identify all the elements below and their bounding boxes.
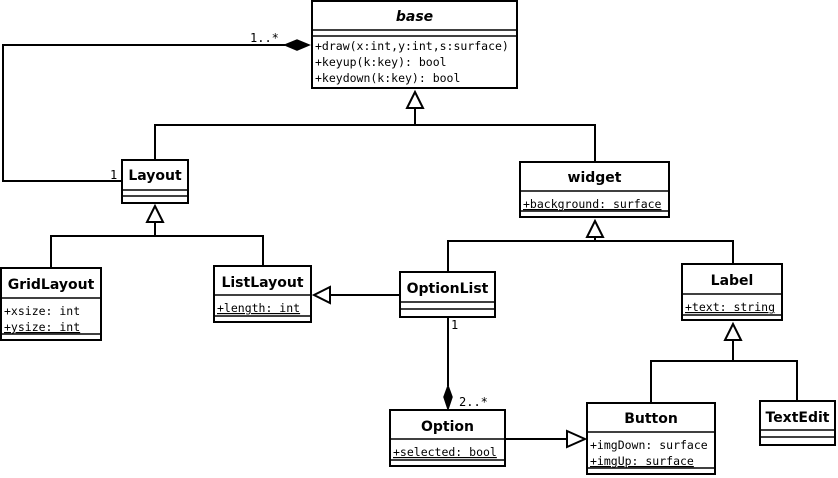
class-widget[interactable]: widget +background: surface	[519, 161, 670, 218]
composition-diamond-option	[443, 383, 453, 412]
class-gridlayout[interactable]: GridLayout +xsize: int +ysize: int	[0, 267, 102, 341]
multiplicity-layout-base-near: 1	[110, 168, 117, 182]
class-layout-name: Layout	[128, 168, 182, 184]
layout-base-composition-line	[2, 44, 285, 182]
class-listlayout-attr-length: +length: int	[217, 301, 300, 315]
class-base-method-keyup: +keyup(k:key): bool	[315, 55, 447, 69]
gridlayout-to-layout-line	[50, 235, 264, 268]
class-widget-name: widget	[568, 170, 622, 186]
class-button-attr-imgdown: +imgDown: surface	[590, 438, 708, 452]
class-label[interactable]: Label +text: string	[681, 263, 783, 321]
class-textedit-name: TextEdit	[766, 410, 830, 426]
generalization-arrow-base	[405, 89, 425, 109]
class-option-attr-selected: +selected: bool	[393, 445, 497, 459]
class-widget-attr-background: +background: surface	[523, 197, 662, 211]
class-gridlayout-attr-xsize: +xsize: int	[4, 304, 80, 318]
class-button-attr-imgup: +imgUp: surface	[590, 454, 694, 468]
optionlist-to-widget-line	[447, 240, 734, 272]
class-label-name: Label	[711, 273, 754, 289]
class-option-name: Option	[421, 419, 474, 435]
multiplicity-optionlist-near: 1	[451, 318, 458, 332]
class-label-attr-text: +text: string	[685, 300, 775, 314]
class-gridlayout-attr-ysize: +ysize: int	[4, 320, 80, 334]
multiplicity-option-far: 2..*	[459, 395, 488, 409]
class-option[interactable]: Option +selected: bool	[389, 409, 506, 467]
class-button[interactable]: Button +imgDown: surface +imgUp: surface	[586, 402, 716, 475]
class-layout[interactable]: Layout	[121, 159, 189, 204]
class-gridlayout-name: GridLayout	[8, 277, 95, 293]
generalization-arrow-listlayout	[311, 285, 331, 305]
class-optionlist[interactable]: OptionList	[399, 271, 496, 318]
class-base-method-draw: +draw(x:int,y:int,s:surface)	[315, 39, 509, 53]
class-base-name: base	[396, 9, 433, 25]
generalization-arrow-widget	[585, 218, 605, 238]
composition-diamond-base	[283, 39, 311, 51]
generalization-arrow-button	[566, 429, 588, 449]
class-listlayout[interactable]: ListLayout +length: int	[213, 265, 312, 323]
class-base-method-keydown: +keydown(k:key): bool	[315, 71, 460, 85]
layout-to-base-line	[154, 124, 415, 160]
multiplicity-layout-base-far: 1..*	[250, 31, 279, 45]
class-base[interactable]: base +draw(x:int,y:int,s:surface) +keyup…	[311, 0, 518, 89]
class-button-name: Button	[624, 411, 678, 427]
widget-to-base-line	[415, 124, 596, 162]
class-optionlist-name: OptionList	[407, 281, 489, 297]
class-textedit[interactable]: TextEdit	[759, 400, 836, 446]
button-to-label-line	[650, 360, 798, 403]
class-listlayout-name: ListLayout	[221, 275, 303, 291]
generalization-arrow-label	[723, 321, 743, 341]
generalization-arrow-layout	[145, 203, 165, 223]
